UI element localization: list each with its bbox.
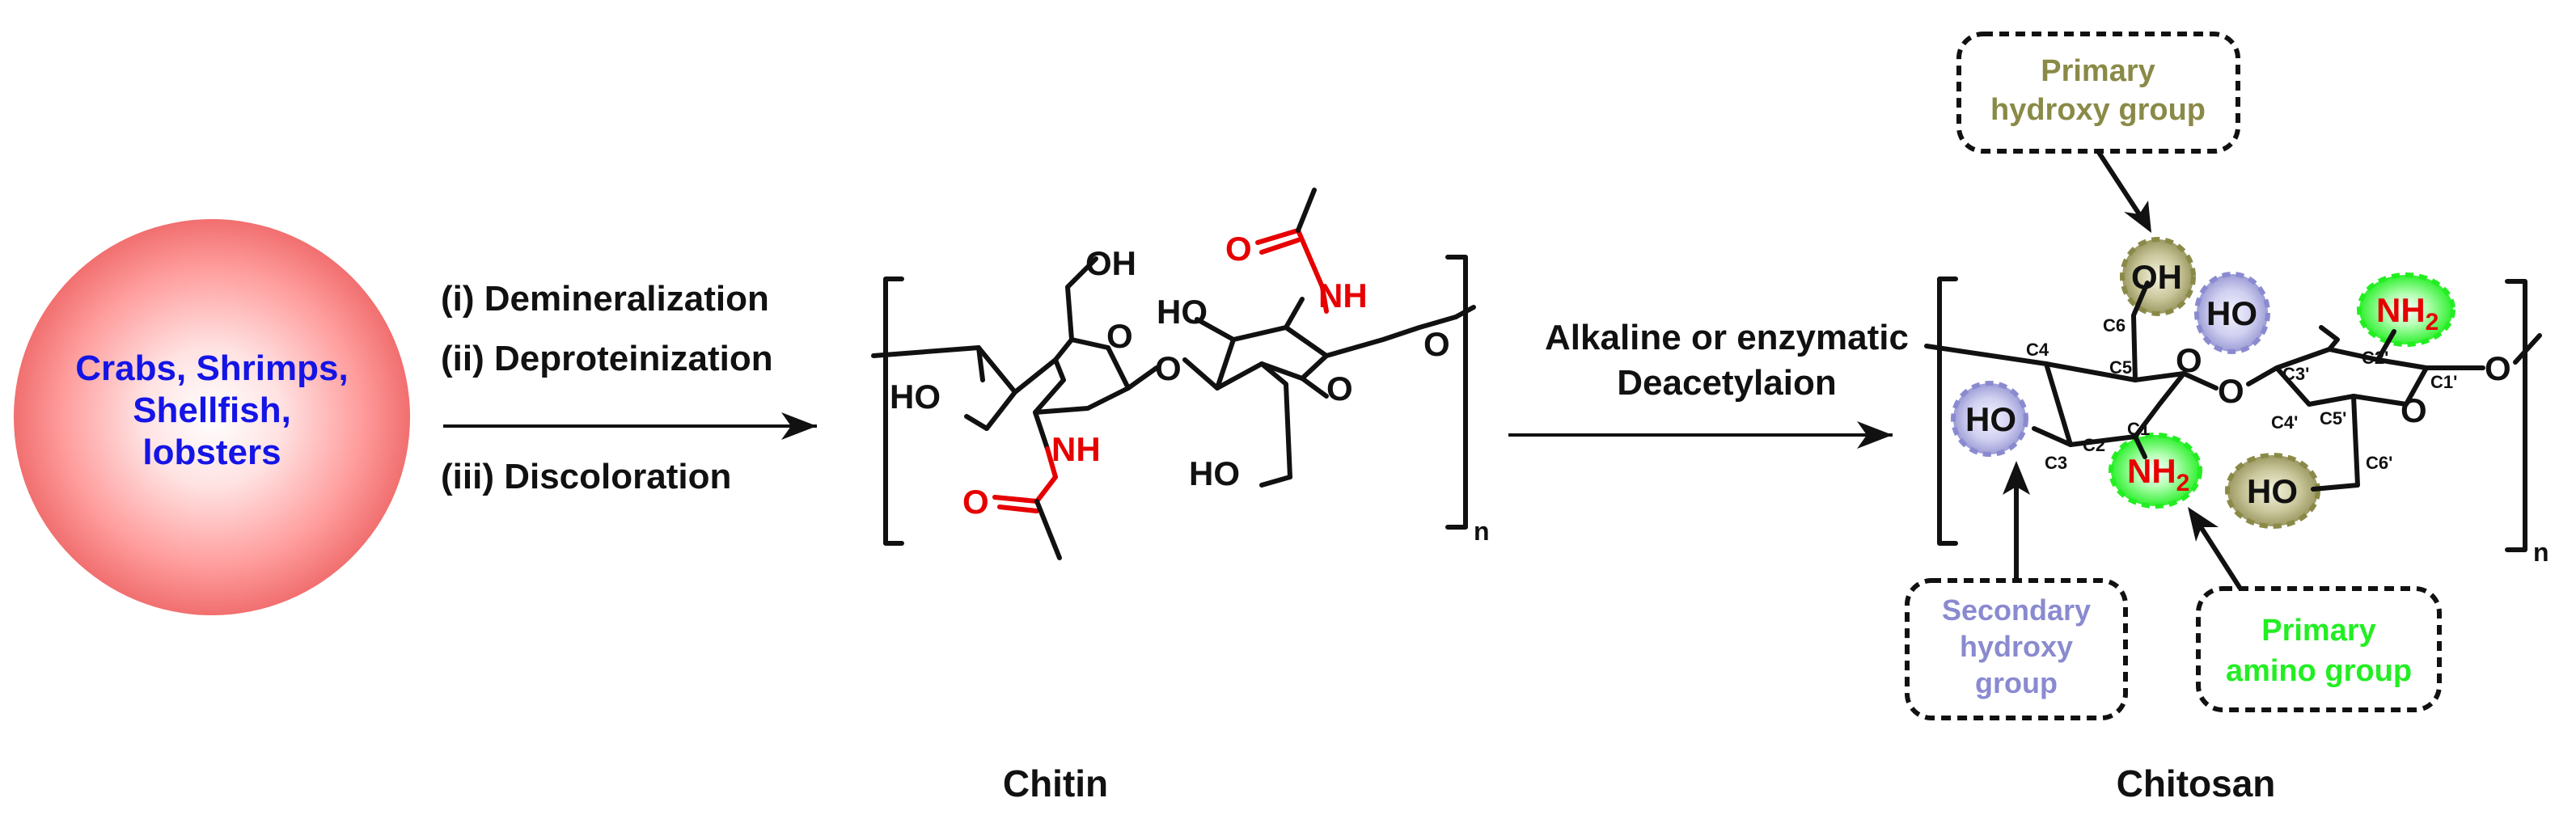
source-line-1: Crabs, Shrimps, [75, 348, 348, 388]
callout-primary-hydroxy-line-2: hydroxy group [1990, 93, 2206, 127]
chitosan-ho-c3p: HO [2206, 294, 2257, 332]
carbon-c1p: C1' [2430, 372, 2457, 392]
highlight-secondary-hydroxy-c3p [2194, 272, 2270, 354]
chitosan-caption: Chitosan [2117, 762, 2276, 804]
step-discoloration: (iii) Discoloration [441, 457, 731, 496]
deacetylation-arrow-head [1857, 421, 1893, 449]
chitin-o-end: O [1423, 325, 1450, 363]
carbon-c6p: C6' [2366, 453, 2392, 473]
chitosan-structure [1924, 277, 2542, 552]
chitin-bracket-left [883, 277, 904, 546]
highlight-secondary-hydroxy-c3 [1951, 381, 2028, 457]
deacetylation-step: Alkaline or enzymatic Deacetylaion [1508, 318, 1909, 449]
callout-primary-amino-line-1: Primary [2261, 614, 2376, 648]
chitosan-oh-c6: OH [2131, 258, 2182, 296]
extraction-step: (i) Demineralization (ii) Deproteinizati… [441, 279, 817, 496]
chitin-labels: OH HO HO HO O O O O NH O NH O n Chitin [890, 230, 1490, 804]
carbon-c4p: C4' [2271, 412, 2298, 433]
deacetylation-line-1: Alkaline or enzymatic [1545, 318, 1909, 357]
chitin-ring-1 [976, 337, 1110, 395]
carbon-c5p: C5' [2320, 408, 2346, 429]
chitin-o-bridge: O [1155, 349, 1182, 387]
chitin-ho-left: HO [890, 378, 941, 416]
chitosan-repeat-n: n [2533, 538, 2549, 567]
source-line-3: lobsters [142, 433, 281, 472]
extraction-arrow-head [781, 412, 817, 440]
chitosan-nh2-c2p: NH2 [2376, 291, 2439, 336]
carbon-c3p: C3' [2282, 364, 2309, 384]
callout-secondary-hydroxy-line-3: group [1975, 666, 2058, 699]
carbon-c2p: C2' [2362, 348, 2388, 368]
chitosan-ho-c6p: HO [2247, 472, 2298, 510]
chitosan-bracket-left [1937, 277, 1958, 546]
highlight-primary-amino-c2 [2109, 433, 2202, 509]
callout-primary-hydroxy: Primary hydroxy group [1956, 32, 2240, 233]
chitin-ring-2 [1215, 315, 1458, 391]
source-sphere [14, 219, 410, 615]
callout-primary-hydroxy-line-1: Primary [2041, 54, 2155, 88]
deacetylation-line-2: Deacetylaion [1617, 363, 1836, 403]
carbon-numbering: C1 C2 C3 C4 C5 C6 C1' C2' C3' C4' C5' C6… [2026, 315, 2457, 473]
chitosan-labels: OH HO HO HO O O O O NH2 NH2 C1 C2 C3 C4 … [1965, 258, 2549, 804]
carbon-c4: C4 [2026, 340, 2049, 360]
chitin-structure [871, 188, 1476, 560]
chitosan-bracket-right [2505, 279, 2527, 552]
chitosan-highlights [1951, 237, 2455, 529]
step-deproteinization: (ii) Deproteinization [441, 339, 773, 378]
carbon-c6: C6 [2103, 315, 2126, 336]
callout-secondary-hydroxy: Secondary hydroxy group [1905, 461, 2128, 720]
chitin-repeat-n: n [1474, 517, 1490, 546]
highlight-primary-amino-c2p [2357, 272, 2455, 347]
chitosan-o-end: O [2485, 349, 2511, 387]
chitosan-nh2-c2: NH2 [2127, 452, 2189, 496]
chitosan-o-bridge: O [2218, 372, 2244, 410]
chitin-o-ring-2: O [1326, 369, 1353, 407]
source-line-2: Shellfish, [133, 391, 291, 430]
carbon-c2: C2 [2083, 435, 2105, 455]
chitin-nh-lower: NH [1051, 430, 1101, 468]
chitosan-ho-c3: HO [1965, 400, 2016, 438]
callout-primary-hydroxy-arrow [2096, 150, 2142, 216]
step-demineralization: (i) Demineralization [441, 279, 769, 319]
chitosan-o-ring-1: O [2176, 341, 2202, 379]
callout-primary-amino-line-2: amino group [2226, 654, 2412, 688]
callout-primary-amino-box [2196, 586, 2442, 712]
chitin-nh-upper: NH [1318, 277, 1368, 315]
callout-secondary-hydroxy-line-1: Secondary [1942, 593, 2091, 627]
chitin-caption: Chitin [1003, 762, 1108, 804]
chitin-o-ring-1: O [1106, 317, 1133, 355]
chitin-o-carbonyl-upper: O [1225, 230, 1252, 268]
carbon-c5: C5 [2109, 357, 2132, 378]
chitin-ho-bottom: HO [1189, 454, 1240, 492]
carbon-c3: C3 [2045, 453, 2067, 473]
carbon-c1: C1 [2127, 419, 2150, 439]
chitosan-o-ring-2: O [2400, 391, 2427, 429]
chitosan-ring-2 [2274, 347, 2429, 407]
chitin-bracket-right [1445, 255, 1468, 530]
callout-secondary-hydroxy-line-2: hydroxy [1960, 630, 2073, 663]
chitin-oh-top: OH [1085, 244, 1136, 282]
chitin-o-carbonyl-lower: O [962, 483, 989, 521]
chitin-ho-top2: HO [1157, 293, 1208, 331]
callout-primary-amino: Primary amino group [2188, 507, 2442, 712]
source-organisms: Crabs, Shrimps, Shellfish, lobsters [14, 219, 410, 615]
callout-primary-amino-arrow [2197, 524, 2243, 590]
